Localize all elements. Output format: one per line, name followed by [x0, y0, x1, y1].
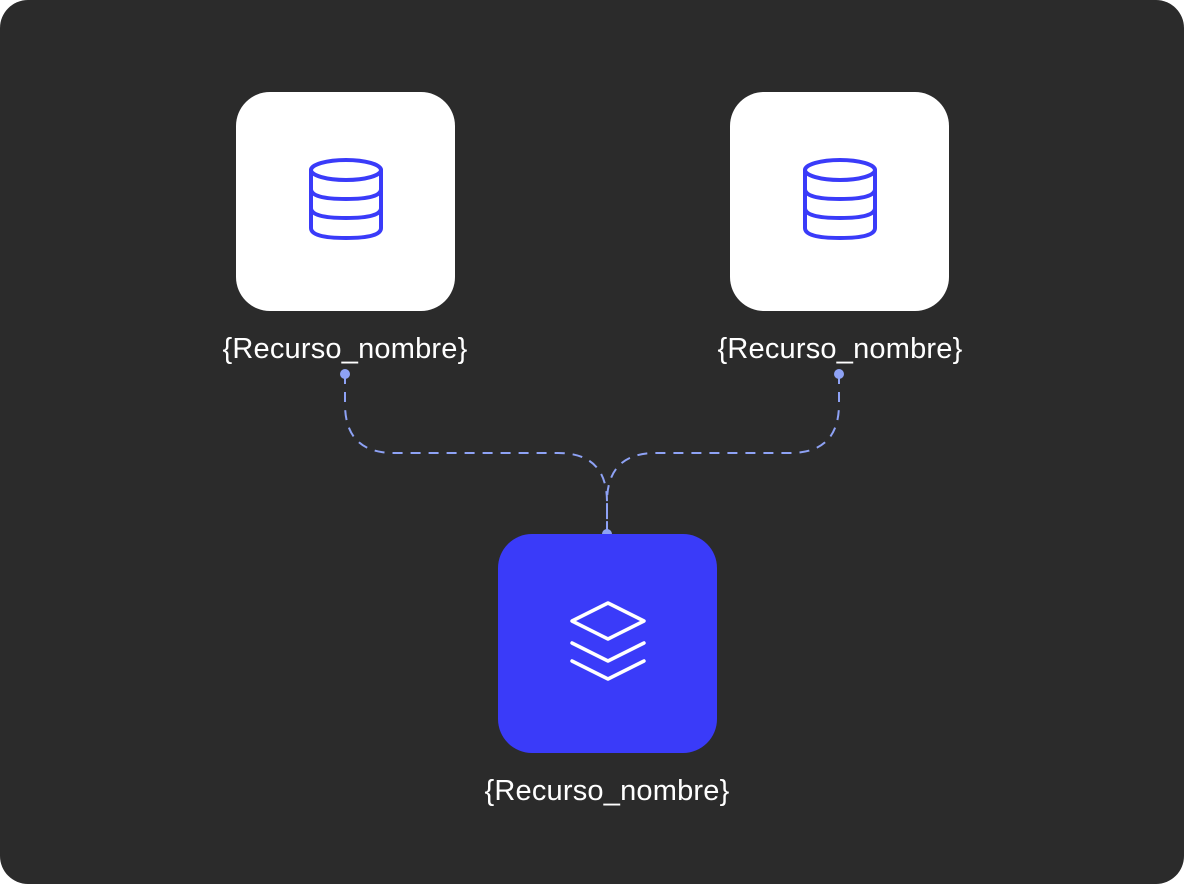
connector-dot-left [340, 369, 350, 379]
resource-label-right: {Recurso_nombre} [717, 333, 963, 365]
connector-left-to-bottom [344, 374, 608, 534]
resource-node-bottom[interactable] [498, 534, 717, 753]
database-icon [802, 157, 878, 246]
resource-label-left: {Recurso_nombre} [222, 333, 468, 365]
connector-right-to-bottom [606, 374, 840, 534]
resource-node-left[interactable] [236, 92, 455, 311]
resource-label-bottom: {Recurso_nombre} [484, 775, 730, 807]
database-icon [308, 157, 384, 246]
connector-dot-right [834, 369, 844, 379]
resource-node-right[interactable] [730, 92, 949, 311]
layers-icon [566, 599, 650, 688]
